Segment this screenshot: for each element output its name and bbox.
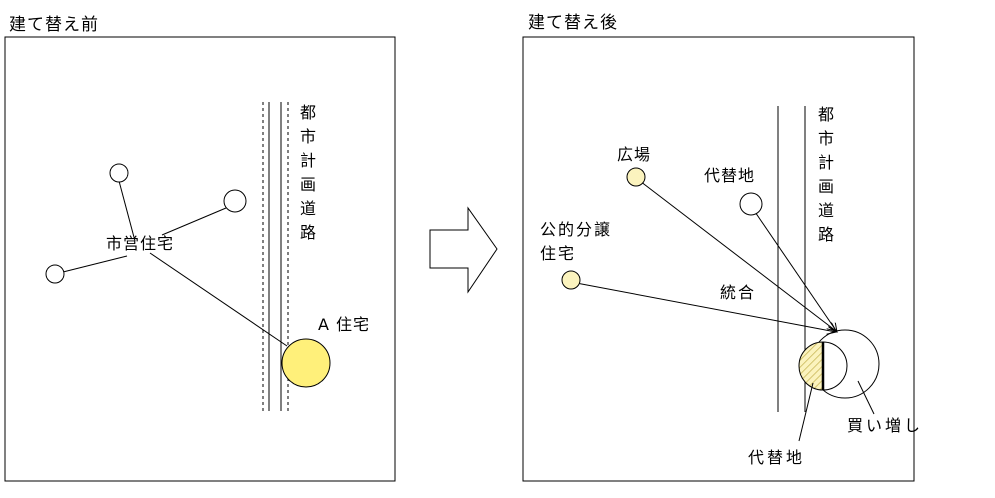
public-housing-circle: [561, 270, 581, 290]
municipal-housing-site-circle: [223, 189, 247, 213]
before-frame: [4, 36, 396, 482]
alternative-site-bottom-label: 代替地: [748, 448, 805, 467]
arrow-line: [635, 177, 836, 331]
municipal-housing-site-circle: [109, 163, 129, 183]
connector-line: [118, 180, 136, 242]
merge-label: 統合: [720, 283, 756, 302]
after-panel: 都市計画道路 広場 代替地 公的分譲 住宅 統合 買い増し 代替地: [522, 36, 923, 482]
connector-line: [149, 252, 288, 347]
arrow-line: [570, 281, 836, 332]
after-frame: [522, 36, 915, 482]
plaza-label: 広場: [617, 145, 651, 164]
alternative-site-top-label: 代替地: [704, 166, 755, 185]
house-a-circle: [281, 338, 331, 388]
arrow-line: [750, 205, 837, 332]
public-housing-label-line1: 公的分譲: [540, 220, 612, 239]
municipal-housing-label: 市営住宅: [106, 234, 174, 253]
before-road: [262, 102, 289, 411]
alternative-site-hatched-area: [799, 342, 823, 390]
plaza-circle: [626, 167, 646, 187]
alternative-site-circle: [739, 192, 763, 216]
right-arrow-icon: [429, 206, 498, 294]
house-a-label: A 住宅: [318, 315, 370, 334]
leader-line: [798, 382, 814, 442]
additional-purchase-label: 買い増し: [847, 416, 923, 435]
connector-line: [62, 255, 128, 273]
after-title: 建て替え後: [528, 13, 618, 33]
municipal-housing-site-circle: [45, 264, 65, 284]
after-road-label: 都市計画道路: [818, 105, 834, 244]
public-housing-label-line2: 住宅: [540, 244, 576, 263]
before-road-label: 都市計画道路: [300, 103, 316, 242]
before-title: 建て替え前: [9, 15, 99, 35]
connector-line: [161, 207, 227, 236]
before-panel: 都市計画道路 市営住宅 A 住宅: [4, 36, 396, 482]
leader-line: [857, 380, 875, 415]
